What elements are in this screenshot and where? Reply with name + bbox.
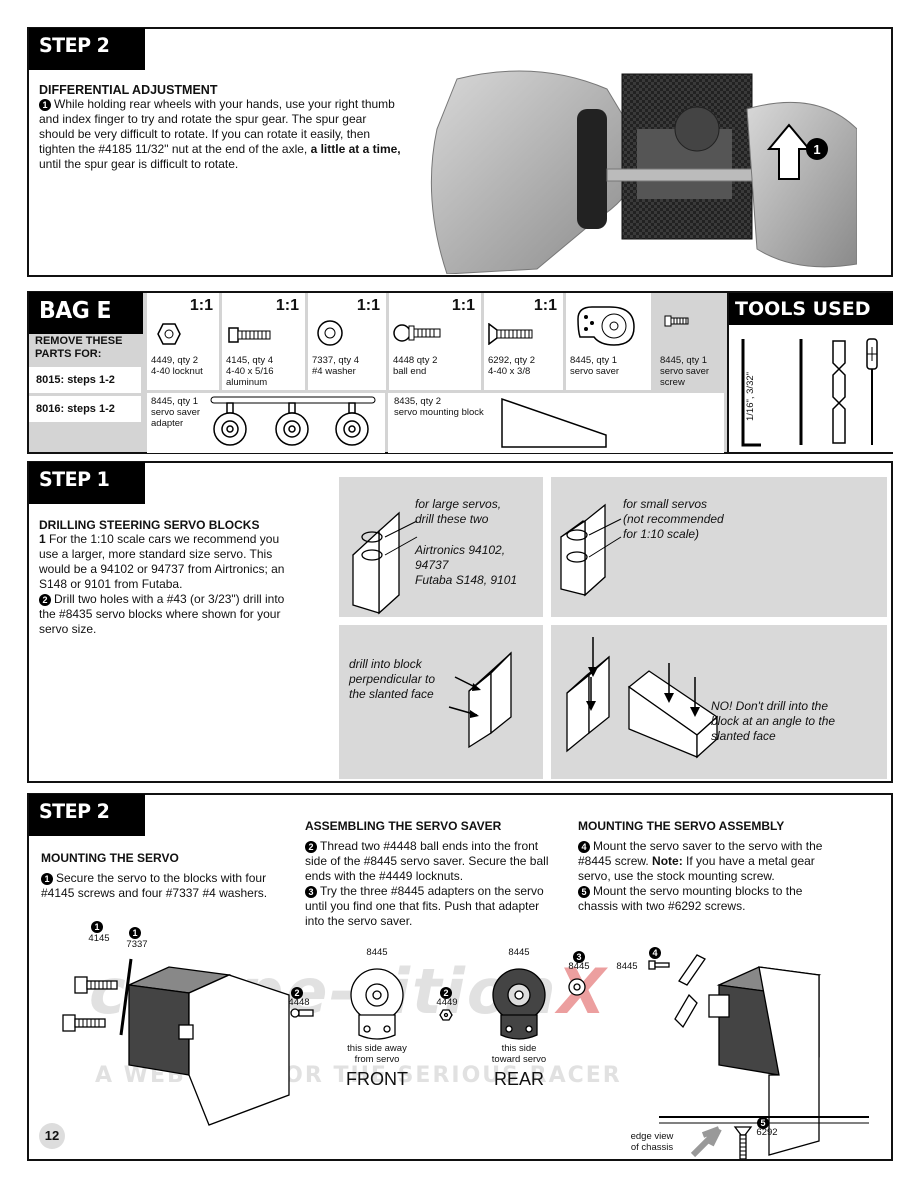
step2-top-tab: STEP 2 (29, 28, 145, 70)
ball-end-icon (393, 324, 441, 342)
hex-label: 1/16", 3/32" (745, 371, 756, 421)
diff-adjust-heading: DIFFERENTIAL ADJUSTMENT (39, 83, 218, 97)
drill-diagram: for large servos, drill these two Airtro… (339, 477, 887, 779)
screw-4145-icon (228, 327, 271, 343)
large-servos-label: for large servos, drill these two (415, 497, 502, 526)
part-cell-8445: 8445, qty 1 servo saver (566, 293, 651, 390)
part-cell-4448: 1:1 4448 qty 2 ball end (389, 293, 481, 390)
tools-tab: TOOLS USED (729, 293, 893, 325)
callout-1b: 1 (129, 923, 144, 941)
front-note: this side away from servo (347, 1043, 407, 1065)
servo-assembly-diagram (62, 954, 869, 1159)
servo-saver-icon (577, 306, 635, 346)
bullet-1: 1 (39, 99, 51, 111)
step2-bottom-tab: STEP 2 (29, 794, 145, 836)
tools-illustration (741, 338, 878, 447)
callout-2a: 2 (291, 983, 306, 1001)
step1-text: DRILLING STEERING SERVO BLOCKS 1 For the… (39, 518, 285, 636)
callout-1a: 1 (91, 917, 106, 935)
step1-tab: STEP 1 (29, 462, 145, 504)
front-label: FRONT (346, 1069, 408, 1089)
edge-view-label: edge view of chassis (630, 1131, 674, 1153)
bag-row-8015: 8015: steps 1-2 (29, 367, 141, 393)
part-cell-4145: 1:1 4145, qty 4 4-40 x 5/16 aluminum (222, 293, 305, 390)
bag-e-panel: BAG E REMOVE THESE PARTS FOR: 8015: step… (27, 291, 893, 454)
rear-note: this side toward servo (491, 1043, 547, 1065)
block-cell: 8435, qty 2 servo mounting block (388, 393, 724, 453)
part-cell-7337: 1:1 7337, qty 4 #4 washer (308, 293, 386, 390)
bag-e-tab: BAG E (29, 292, 143, 334)
part-cell-8445-screw: 8445, qty 1 servo saver screw (654, 293, 724, 390)
small-servos-label: for small servos (not recommended for 1:… (623, 497, 724, 541)
perpendicular-label: drill into block perpendicular to the sl… (349, 657, 436, 701)
rear-label: REAR (493, 1069, 544, 1089)
flathead-screw-icon (488, 323, 533, 345)
adapter-cell: 8445, qty 1 servo saver adapter (147, 393, 385, 453)
large-servos-models: Airtronics 94102, 94737 Futaba S148, 910… (415, 543, 518, 587)
diff-photo: 1 (430, 70, 857, 274)
washer-icon (317, 320, 343, 346)
no-angle-label: NO! Don't drill into the block at an ang… (711, 699, 836, 743)
remove-title: REMOVE THESE PARTS FOR: (35, 335, 123, 360)
servo-saver-screw-icon (664, 315, 689, 327)
bag-row-8016: 8016: steps 1-2 (29, 396, 141, 422)
tools-panel: TOOLS USED 1/16", 3/32" (727, 293, 893, 452)
adapters-icon (210, 396, 376, 446)
part-cell-4449: 1:1 4449, qty 2 4-40 locknut (147, 293, 219, 390)
part-cell-6292: 1:1 6292, qty 2 4-40 x 3/8 (484, 293, 563, 390)
callout-3: 3 (573, 947, 588, 965)
callout-2b: 2 (440, 983, 455, 1001)
callout-5: 5 (757, 1113, 772, 1131)
step1-panel: STEP 1 DRILLING STEERING SERVO BLOCKS 1 … (27, 461, 893, 783)
servo-block-icon (501, 397, 607, 448)
callout-4: 4 (649, 943, 664, 961)
page-number: 12 (39, 1123, 65, 1149)
drill-diagram-drawing (339, 477, 887, 779)
locknut-icon (157, 323, 181, 345)
photo-callout: 1 (813, 142, 820, 157)
